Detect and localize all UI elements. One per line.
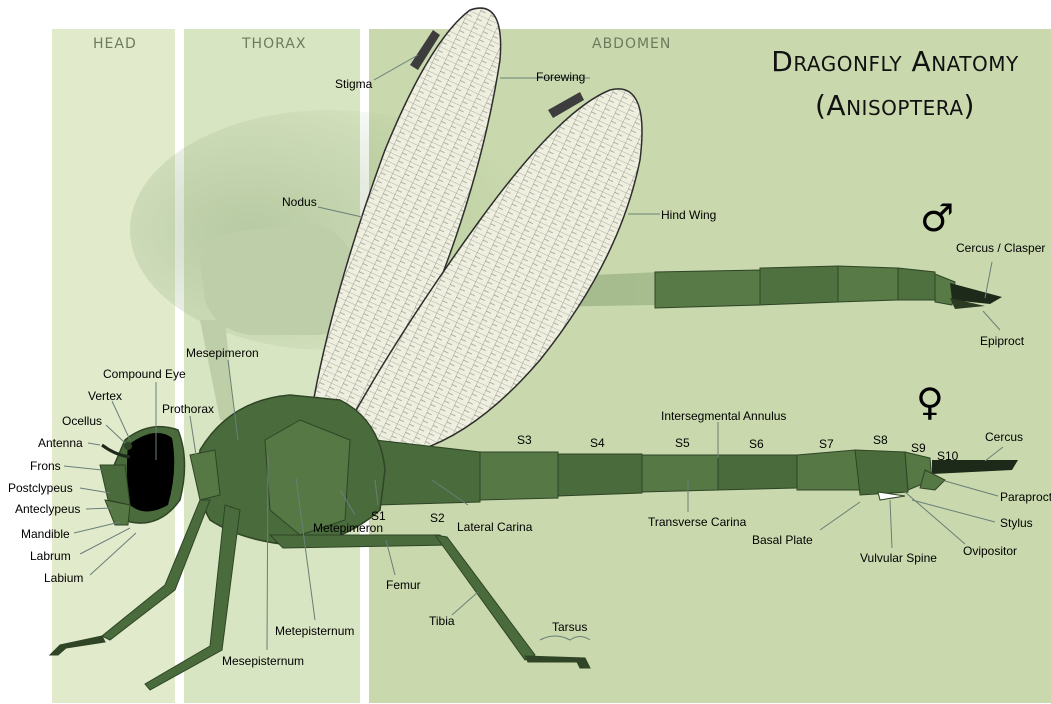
label-s7: S7	[819, 437, 834, 451]
label-s6: S6	[749, 437, 764, 451]
label-s9: S9	[911, 441, 926, 455]
label-lateral-carina: Lateral Carina	[457, 520, 532, 534]
label-s5: S5	[675, 436, 690, 450]
label-antenna: Antenna	[38, 436, 83, 450]
label-labrum: Labrum	[30, 549, 71, 563]
label-s4: S4	[590, 436, 605, 450]
label-transverse-carina: Transverse Carina	[648, 515, 746, 529]
label-ocellus: Ocellus	[62, 414, 102, 428]
label-prothorax: Prothorax	[162, 402, 214, 416]
label-vulvular-spine: Vulvular Spine	[860, 551, 937, 565]
label-cercus-clasper: Cercus / Clasper	[956, 241, 1045, 255]
label-vertex: Vertex	[88, 389, 122, 403]
head	[100, 427, 185, 525]
label-s1: S1	[371, 509, 386, 523]
label-stigma: Stigma	[335, 77, 372, 91]
diagram-title: Dragonfly Anatomy (Anisoptera)	[735, 40, 1051, 128]
label-femur: Femur	[386, 578, 421, 592]
label-hind-wing: Hind Wing	[661, 208, 716, 222]
label-stylus: Stylus	[1000, 516, 1033, 530]
label-metepisternum: Metepisternum	[275, 624, 354, 638]
label-paraproct: Paraproct	[1000, 490, 1051, 504]
label-nodus: Nodus	[282, 195, 317, 209]
label-ovipositor: Ovipositor	[963, 544, 1017, 558]
label-mandible: Mandible	[21, 527, 70, 541]
male-symbol: ♂	[920, 198, 954, 238]
title-line-2: (Anisoptera)	[735, 84, 1051, 128]
label-s8: S8	[873, 433, 888, 447]
label-anteclypeus: Anteclypeus	[15, 502, 80, 516]
label-mesepimeron: Mesepimeron	[186, 346, 259, 360]
label-intersegmental-annulus: Intersegmental Annulus	[661, 409, 786, 423]
label-forewing: Forewing	[536, 70, 585, 84]
label-s10: S10	[937, 449, 958, 463]
label-cercus: Cercus	[985, 430, 1023, 444]
label-compound-eye: Compound Eye	[103, 367, 186, 381]
label-s3: S3	[517, 433, 532, 447]
label-basal-plate: Basal Plate	[752, 533, 813, 547]
label-labium: Labium	[44, 571, 83, 585]
label-epiproct: Epiproct	[980, 334, 1024, 348]
label-s2: S2	[430, 511, 445, 525]
label-tarsus: Tarsus	[552, 620, 587, 634]
label-tibia: Tibia	[429, 614, 455, 628]
label-mesepisternum: Mesepisternum	[222, 654, 304, 668]
female-symbol: ♀	[916, 382, 944, 422]
label-postclypeus: Postclypeus	[8, 481, 73, 495]
male-abdomen	[655, 266, 1002, 309]
label-metepimeron: Metepimeron	[313, 521, 383, 535]
title-line-1: Dragonfly Anatomy	[735, 40, 1051, 84]
label-frons: Frons	[30, 459, 61, 473]
